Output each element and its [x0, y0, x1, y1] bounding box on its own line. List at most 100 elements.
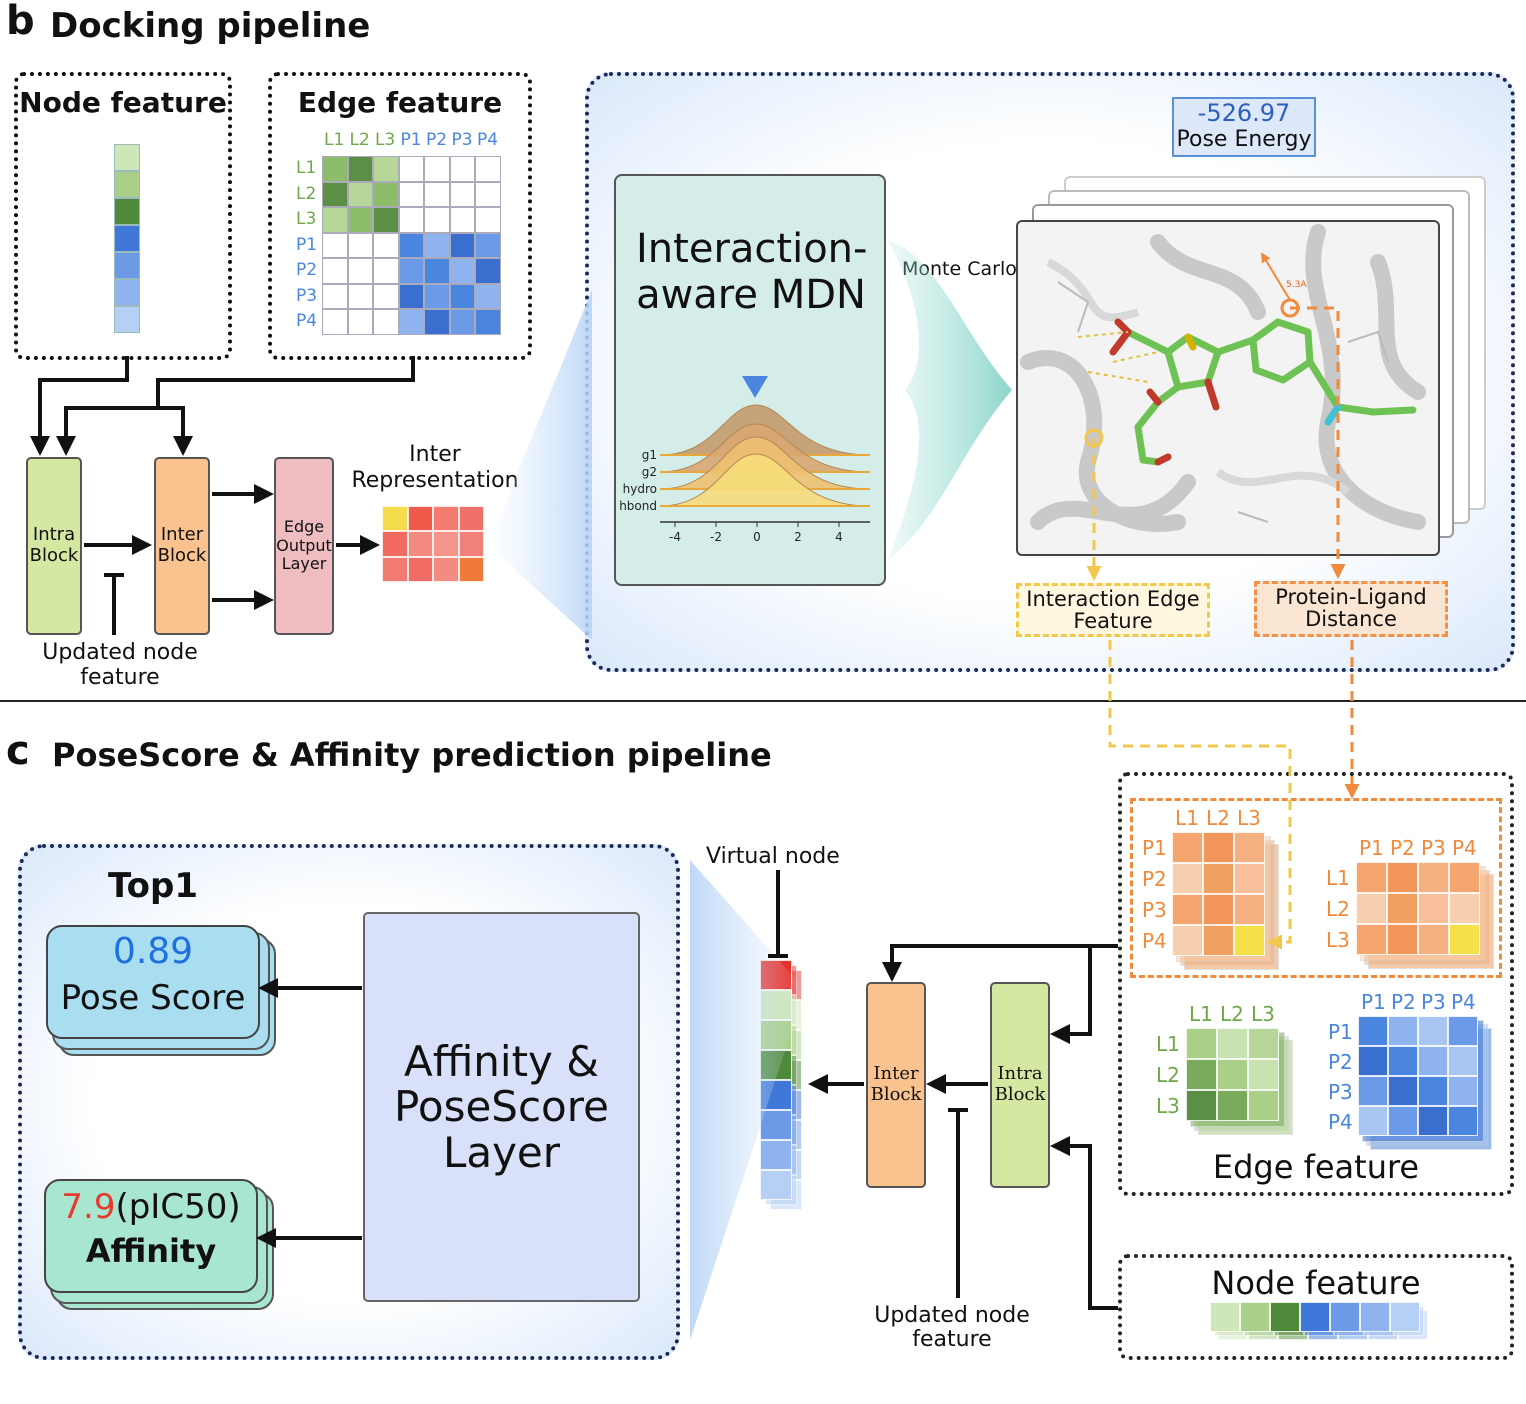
edge-row-label: L2 [296, 183, 317, 204]
edge-matrix-cell [322, 309, 348, 335]
matrix-cell [1387, 893, 1418, 924]
mdn-tick-label: 0 [753, 530, 761, 544]
pose-score-value: 0.89 [112, 931, 194, 972]
matrix-cell [1418, 1016, 1448, 1046]
updated-node-feature-c: Updated node feature [874, 1303, 1030, 1353]
matrix-cell [1418, 1076, 1448, 1106]
node-row-cell [1270, 1302, 1300, 1332]
edge-matrix-cell [424, 309, 450, 335]
edge-matrix-cell [449, 207, 475, 233]
virtual-node-cell [760, 1170, 792, 1200]
mdn-down-arrow-icon [742, 376, 768, 398]
matrix-col-label: L1 [1189, 1002, 1213, 1026]
matrix-cell [1388, 1106, 1418, 1136]
section-b-title: Docking pipeline [50, 6, 371, 46]
edge-matrix-cell [322, 258, 348, 284]
edge-col-label: P1 [400, 130, 422, 150]
node-row-cell [1390, 1302, 1420, 1332]
edge-matrix-cell [398, 156, 424, 182]
node-row-cell [1330, 1302, 1360, 1332]
inter-rep-cell [382, 506, 408, 532]
edge-matrix-cell [449, 156, 475, 182]
matrix-row-label: L1 [1156, 1032, 1180, 1056]
matrix-col-label: P2 [1391, 990, 1416, 1014]
updated-node-tee-c [948, 1108, 968, 1298]
matrix-row-label: L3 [1326, 928, 1350, 952]
pose-energy-box: -526.97 Pose Energy [1172, 97, 1316, 157]
edge-col-label: L2 [349, 130, 370, 150]
edge-matrix-cell [322, 181, 348, 207]
distance-annotation: 5.3A [1286, 280, 1307, 290]
edge-matrix-cell [322, 156, 348, 182]
matrix-cell [1186, 1090, 1217, 1121]
zoom-fan-b [488, 290, 592, 640]
matrix-col-label: L2 [1206, 806, 1230, 830]
matrix-cell [1172, 832, 1203, 863]
pose-score-label: Pose Score [60, 978, 246, 1018]
edge-matrix-cell [424, 258, 450, 284]
matrix-col-label: P1 [1361, 990, 1386, 1014]
mdn-curve [659, 453, 871, 507]
section-divider [0, 700, 1526, 702]
edge-matrix-cell [347, 309, 373, 335]
node-row-cell [1210, 1302, 1240, 1332]
edge-matrix-cell [347, 232, 373, 258]
matrix-cell [1418, 893, 1449, 924]
matrix-cell [1356, 862, 1387, 893]
matrix-cell [1388, 1076, 1418, 1106]
pose-frame [1016, 220, 1440, 556]
matrix-col-label: L3 [1237, 806, 1261, 830]
inter-rep-cell [458, 531, 484, 557]
pose-score-card: 0.89 Pose Score [46, 925, 260, 1039]
inter-rep-cell [433, 506, 459, 532]
matrix-cell [1448, 1046, 1478, 1076]
matrix-cell [1217, 1028, 1248, 1059]
interaction-matrices-frame [1130, 798, 1502, 978]
matrix-cell [1418, 1046, 1448, 1076]
inter-block-c: Inter Block [866, 982, 926, 1188]
matrix-col-label: P1 [1359, 836, 1384, 860]
virtual-node-cell [760, 1140, 792, 1170]
matrix-cell [1387, 924, 1418, 955]
edge-matrix-cell [475, 156, 501, 182]
node-row-cell [1360, 1302, 1390, 1332]
edge-col-label: P2 [426, 130, 448, 150]
section-c-title: PoseScore & Affinity prediction pipeline [52, 736, 772, 774]
monte-carlo-arrow-icon [888, 240, 1012, 560]
node-row-cell [1240, 1302, 1270, 1332]
matrix-row-label: P3 [1142, 898, 1167, 922]
edge-row-label: P1 [296, 234, 318, 255]
matrix-col-label: P4 [1452, 836, 1477, 860]
inter-rep-cell [458, 506, 484, 532]
edge-matrix-cell [373, 207, 399, 233]
edge-matrix-cell [373, 258, 399, 284]
matrix-col-label: L1 [1175, 806, 1199, 830]
matrix-cell [1248, 1028, 1279, 1059]
matrix-row-label: L2 [1326, 897, 1350, 921]
edge-row-label: P4 [296, 311, 318, 331]
matrix-row-label: P3 [1328, 1080, 1353, 1104]
mdn-tick-label: 2 [794, 530, 802, 544]
matrix-cell [1172, 925, 1203, 956]
edge-matrix-cell [322, 207, 348, 233]
updated-node-tee [104, 573, 124, 635]
matrix-row-label: L1 [1326, 866, 1350, 890]
edge-matrix-cell [373, 283, 399, 309]
node-feature-vector [114, 144, 140, 333]
edge-matrix-cell [424, 283, 450, 309]
matrix-cell [1388, 1016, 1418, 1046]
matrix-col-label: P4 [1451, 990, 1476, 1014]
edge-matrix-cell [398, 181, 424, 207]
edge-matrix-cell [449, 258, 475, 284]
edge-row-label: L1 [296, 158, 317, 178]
matrix-row-label: P2 [1142, 867, 1167, 891]
matrix-cell [1217, 1059, 1248, 1090]
edge-matrix-cell [449, 232, 475, 258]
edge-matrix-cell [373, 156, 399, 182]
node-row-cell [1300, 1302, 1330, 1332]
interaction-edge-feature-label: Interaction Edge Feature [1026, 587, 1200, 633]
edge-matrix-cell [347, 156, 373, 182]
